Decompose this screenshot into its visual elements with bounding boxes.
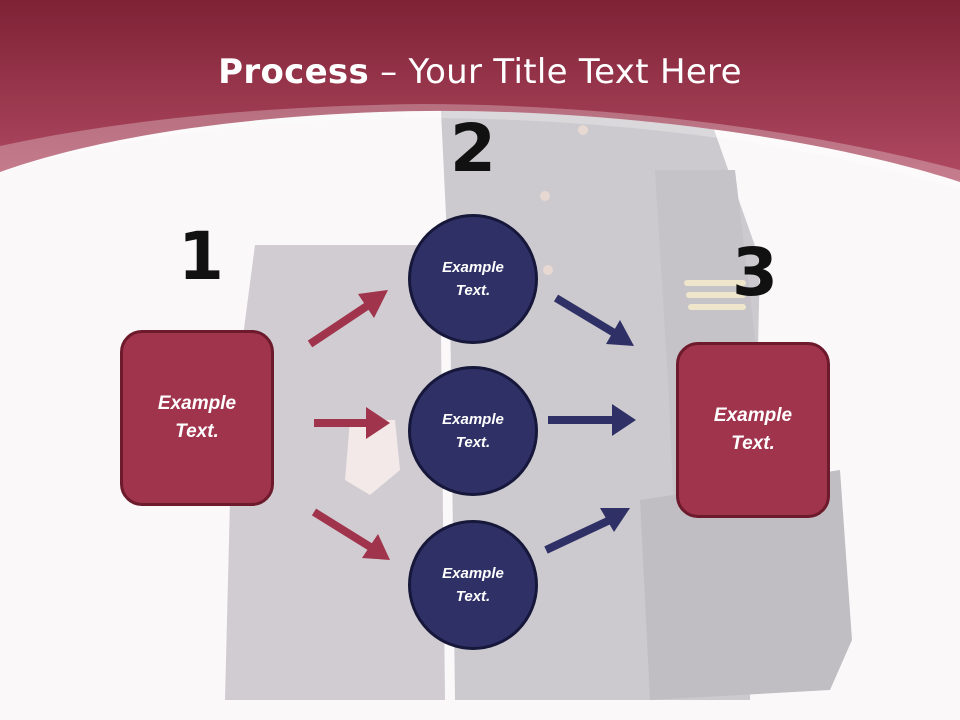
left-box-line1: Example xyxy=(157,392,237,414)
step-number-3: 3 xyxy=(732,234,778,311)
arrow-right-down xyxy=(553,294,634,346)
arrow-left-up xyxy=(307,290,388,348)
right-box-line2: Text. xyxy=(731,433,775,454)
circle-top-line2: Text. xyxy=(455,282,491,299)
title-rest: Your Title Text Here xyxy=(408,52,742,92)
arrow-left-middle xyxy=(314,407,390,439)
circle-middle-line1: Example xyxy=(442,410,504,428)
title-separator: – xyxy=(369,52,409,92)
slide-title: Process – Your Title Text Here xyxy=(0,52,960,92)
arrow-left-down xyxy=(311,508,390,560)
step-number-2: 2 xyxy=(450,110,496,187)
circle-top-line1: Example xyxy=(442,258,504,276)
left-box-line2: Text. xyxy=(175,421,219,442)
process-circle-top: Example Text. xyxy=(408,214,538,344)
right-process-box: Example Text. xyxy=(676,342,830,518)
process-circle-middle: Example Text. xyxy=(408,366,538,496)
circle-middle-line2: Text. xyxy=(455,434,491,451)
process-circle-bottom: Example Text. xyxy=(408,520,538,650)
step-number-1: 1 xyxy=(178,218,224,295)
arrow-right-up xyxy=(544,508,630,554)
arrow-right-middle xyxy=(548,404,636,436)
circle-bottom-line1: Example xyxy=(442,564,504,582)
title-bold: Process xyxy=(218,52,370,92)
left-process-box: Example Text. xyxy=(120,330,274,506)
circle-bottom-line2: Text. xyxy=(455,588,491,605)
right-box-line1: Example xyxy=(713,404,793,426)
